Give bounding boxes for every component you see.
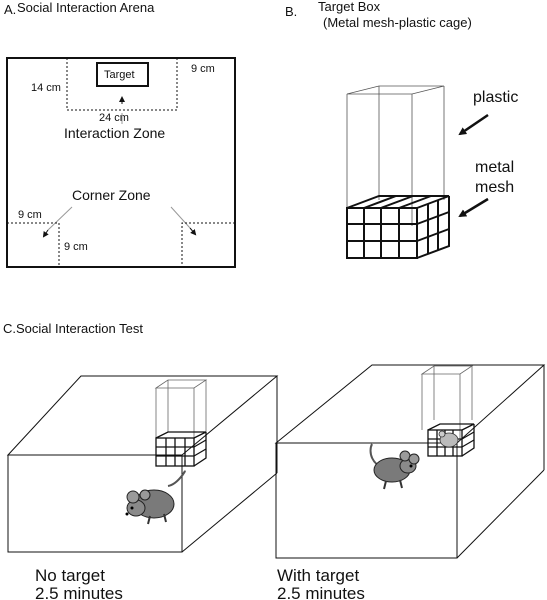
corner-leader-right (170, 206, 191, 229)
arena-no-target (6, 375, 279, 553)
left-mesh-cage (155, 431, 207, 467)
metal-label-line2: mesh (475, 179, 514, 196)
dim-24cm: 24 cm (99, 112, 129, 124)
panel-b-letter: B. (285, 4, 297, 19)
interaction-zone-label: Interaction Zone (64, 125, 165, 141)
plastic-arrow (458, 113, 489, 136)
corner-arrow-left (42, 229, 49, 238)
right-caption-line1: With target (277, 566, 359, 585)
panel-a-title: Social Interaction Arena (17, 0, 155, 15)
target-label: Target (104, 69, 135, 81)
metal-mesh-cage (346, 195, 450, 259)
mouse-icon-right (369, 443, 420, 490)
dim-9cm-bottom: 9 cm (64, 241, 88, 253)
plastic-cage (346, 85, 445, 226)
corner-zone-left (7, 222, 60, 267)
panel-b-title-line2: (Metal mesh-plastic cage) (323, 15, 472, 30)
right-plastic-cage (420, 365, 474, 440)
corner-leader-left (47, 206, 73, 231)
corner-arrow-right (189, 227, 197, 236)
panel-a-letter: A. (4, 2, 16, 17)
left-caption-line2: 2.5 minutes (35, 584, 123, 600)
arena-with-target (274, 364, 546, 559)
dim-14cm: 14 cm (31, 82, 61, 94)
panel-a: A. Social Interaction Arena Target 9 cm … (4, 0, 236, 268)
right-caption-line2: 2.5 minutes (277, 584, 365, 600)
left-plastic-cage (154, 379, 208, 450)
corner-zone-right (181, 222, 235, 267)
panel-c-letter: C. (3, 321, 16, 336)
interaction-zone-boundary (66, 58, 178, 111)
metal-arrow (458, 197, 489, 218)
mouse-icon-left (125, 470, 186, 525)
metal-label-line1: metal (475, 159, 514, 176)
dim-9cm-top: 9 cm (191, 63, 215, 75)
plastic-label: plastic (473, 89, 518, 106)
target-mouse-icon (438, 430, 459, 448)
panel-c-title: Social Interaction Test (16, 321, 143, 336)
panel-c: C. Social Interaction Test (3, 321, 546, 600)
dim-9cm-left: 9 cm (18, 209, 42, 221)
panel-b: B. Target Box (Metal mesh-plastic cage) (285, 0, 518, 259)
panel-b-title-line1: Target Box (318, 0, 381, 14)
arena-outline (6, 57, 236, 268)
corner-zone-label: Corner Zone (72, 187, 151, 203)
left-caption-line1: No target (35, 566, 105, 585)
target-box (96, 62, 149, 87)
